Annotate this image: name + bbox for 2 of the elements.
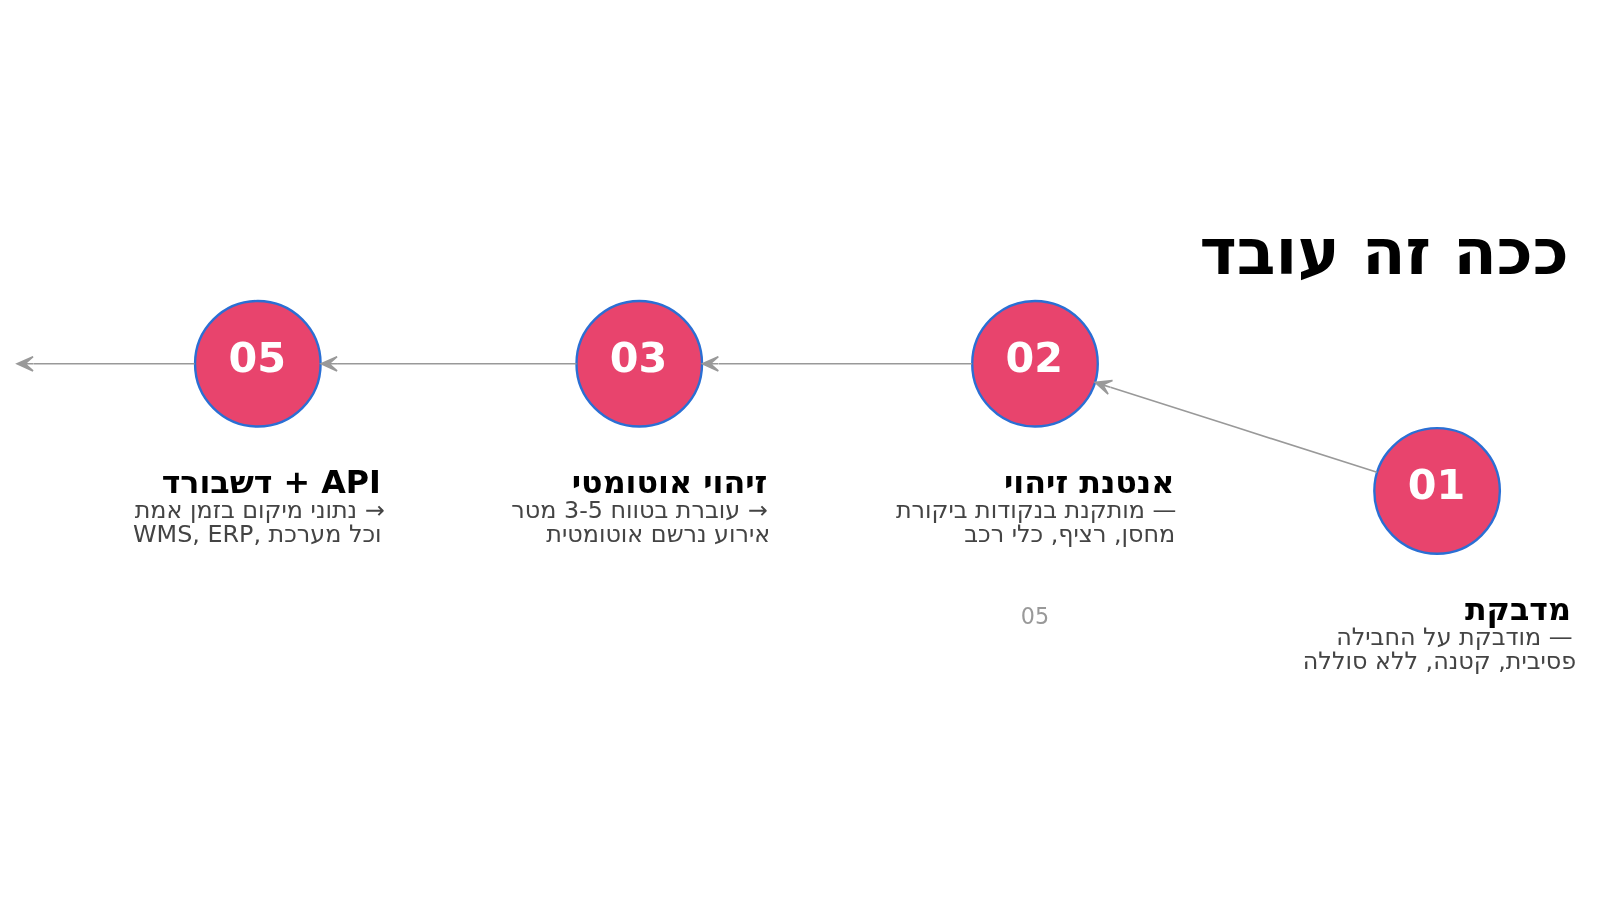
diagram-title: ככה זה עובד [1199,214,1569,289]
label: 05 [1020,602,1050,629]
